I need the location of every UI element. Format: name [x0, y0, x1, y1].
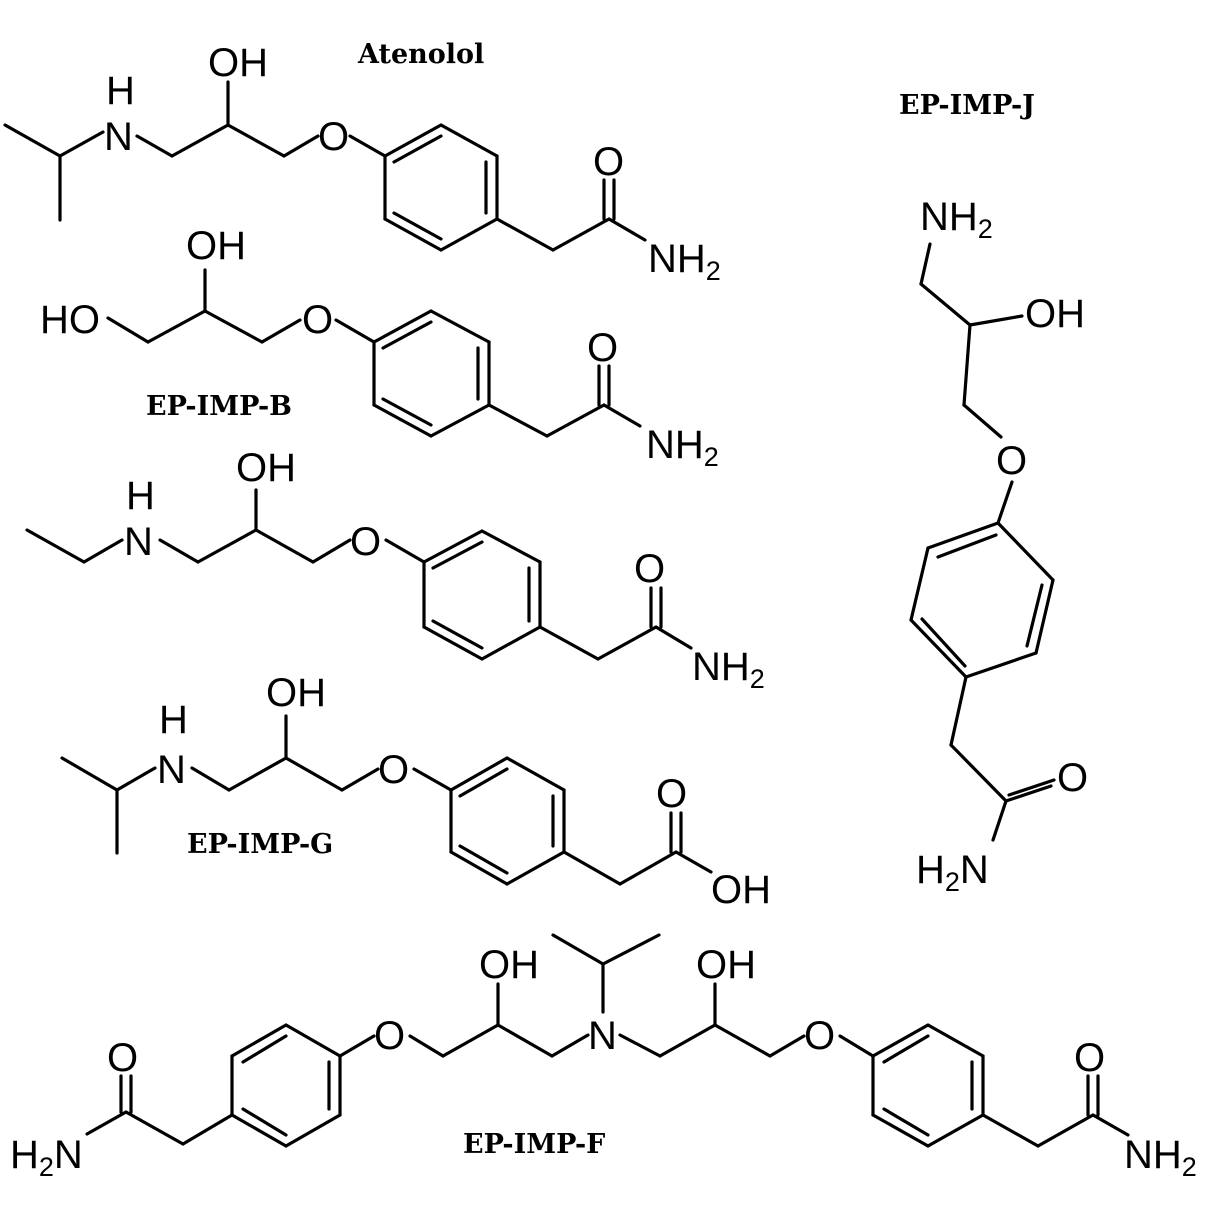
imp-b-bonds	[106, 268, 642, 438]
atenolol-title: Atenolol	[357, 39, 484, 70]
imp-f-right-oh-label: OH	[696, 943, 756, 987]
imp-b-ether-o-label: O	[302, 298, 333, 342]
imp-j-ether-o-label: O	[996, 439, 1027, 483]
imp-g-ether-o-label: O	[378, 748, 409, 792]
imp-f-nh2-label: NH2	[1124, 1133, 1197, 1182]
imp-j-structure: EP-IMP-J NH2 OH O O	[899, 90, 1088, 897]
imp-f-n-label: N	[588, 1014, 617, 1058]
imp-f-structure: O H2N O OH N OH O O NH2 EP-IMP-F	[10, 933, 1197, 1182]
imp-g-title: EP-IMP-G	[187, 829, 333, 860]
imp-f-left-oh-label: OH	[479, 943, 539, 987]
imp-f-left-ether-o-label: O	[374, 1014, 405, 1058]
imp-f-bonds	[85, 933, 1130, 1148]
ethyl-impurity-nh2-label: NH2	[692, 645, 765, 694]
imp-f-right-ether-o-label: O	[804, 1014, 835, 1058]
atenolol-nh2-label: NH2	[648, 237, 721, 286]
imp-j-title: EP-IMP-J	[899, 90, 1035, 121]
imp-b-carbonyl-o-label: O	[587, 326, 618, 370]
ethyl-impurity-oh-label: OH	[236, 446, 296, 490]
imp-g-oh-label: OH	[266, 671, 326, 715]
imp-f-left-carbonyl-o-label: O	[107, 1036, 138, 1080]
ethyl-impurity-h-label: H	[126, 474, 155, 518]
atenolol-n-label: N	[104, 115, 133, 159]
ethyl-impurity-structure: OH H N O O NH2	[25, 446, 765, 694]
imp-b-nh2-label: NH2	[646, 423, 719, 472]
atenolol-ether-o-label: O	[318, 115, 349, 159]
imp-f-right-carbonyl-o-label: O	[1074, 1036, 1105, 1080]
imp-j-carbonyl-o-label: O	[1057, 756, 1088, 800]
ethyl-impurity-ether-o-label: O	[350, 520, 381, 564]
atenolol-carbonyl-o-label: O	[593, 140, 624, 184]
imp-b-title: EP-IMP-B	[146, 391, 292, 422]
imp-j-oh-label: OH	[1025, 292, 1085, 336]
imp-g-acid-oh-label: OH	[711, 868, 771, 912]
imp-g-n-label: N	[157, 748, 186, 792]
atenolol-bonds	[3, 80, 647, 252]
imp-f-title: EP-IMP-F	[463, 1129, 605, 1160]
imp-g-structure: OH H N O O OH EP-IMP-G	[60, 671, 771, 912]
ethyl-impurity-bonds	[25, 488, 693, 661]
imp-j-bonds	[909, 242, 1056, 842]
imp-f-h2n-label: H2N	[10, 1133, 83, 1182]
atenolol-oh-label: OH	[208, 41, 268, 85]
ethyl-impurity-carbonyl-o-label: O	[634, 547, 665, 591]
imp-j-h2n-label: H2N	[916, 848, 989, 897]
imp-j-nh2-label: NH2	[920, 195, 993, 244]
imp-g-bonds	[60, 714, 713, 886]
imp-b-oh-label: OH	[186, 224, 246, 268]
atenolol-h-label: H	[106, 69, 135, 113]
imp-b-structure: OH HO O O NH2 EP-IMP-B	[40, 224, 719, 472]
imp-g-h-label: H	[159, 698, 188, 742]
imp-b-ho-label: HO	[40, 298, 100, 342]
ethyl-impurity-n-label: N	[124, 520, 153, 564]
atenolol-structure: Atenolol OH	[3, 39, 721, 286]
imp-g-carbonyl-o-label: O	[656, 772, 687, 816]
